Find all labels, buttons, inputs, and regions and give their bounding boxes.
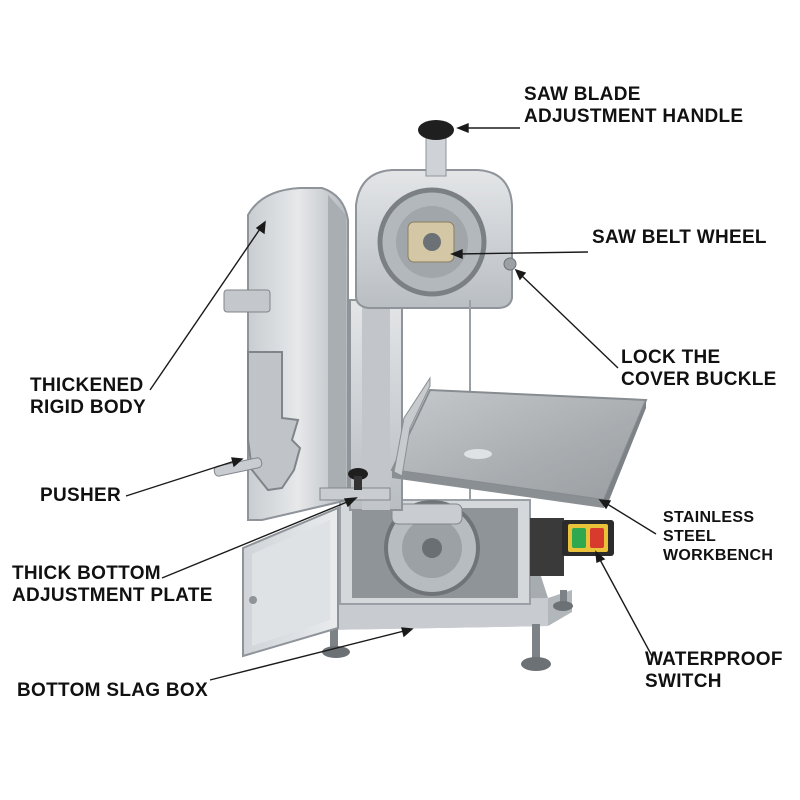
label-line: THICKENED: [30, 375, 144, 396]
label-line: PUSHER: [40, 485, 121, 506]
label-bottom-slag-box: BOTTOM SLAG BOX: [17, 680, 208, 702]
label-line: ADJUSTMENT PLATE: [12, 585, 213, 606]
label-thickened-rigid-body: THICKENED RIGID BODY: [30, 375, 146, 419]
label-line: COVER BUCKLE: [621, 369, 777, 390]
label-line: LOCK THE: [621, 347, 721, 368]
label-saw-belt-wheel: SAW BELT WHEEL: [592, 227, 767, 249]
upper-housing: [355, 169, 517, 309]
adjustment-handle: [418, 120, 454, 177]
label-line: BOTTOM SLAG BOX: [17, 680, 208, 701]
label-line: THICK BOTTOM: [12, 563, 161, 584]
label-pusher: PUSHER: [40, 485, 121, 507]
label-lock-the-cover-buckle: LOCK THE COVER BUCKLE: [621, 347, 777, 391]
waterproof-switch: [530, 518, 614, 576]
pusher: [213, 351, 302, 492]
label-line: ADJUSTMENT HANDLE: [524, 106, 744, 127]
label-waterproof-switch: WATERPROOF SWITCH: [645, 649, 783, 693]
label-line: RIGID BODY: [30, 397, 146, 418]
label-thick-bottom-adjustment-plate: THICK BOTTOM ADJUSTMENT PLATE: [12, 563, 213, 607]
label-line: SAW BELT WHEEL: [592, 227, 767, 248]
label-line: WORKBENCH: [663, 547, 774, 564]
stainless-workbench: [319, 376, 648, 508]
label-line: SAW BLADE: [524, 84, 641, 105]
label-saw-blade-adjustment-handle: SAW BLADE ADJUSTMENT HANDLE: [524, 84, 743, 128]
label-line: STAINLESS: [663, 509, 755, 526]
machine-feet: [322, 590, 573, 671]
lower-cabinet: [339, 499, 531, 605]
lower-door: [242, 506, 339, 658]
label-line: SWITCH: [645, 671, 722, 692]
leader-lines: [125, 122, 657, 681]
label-stainless-steel-workbench: STAINLESS STEEL WORKBENCH: [663, 508, 773, 565]
label-line: STEEL: [663, 528, 717, 545]
label-line: WATERPROOF: [645, 649, 783, 670]
